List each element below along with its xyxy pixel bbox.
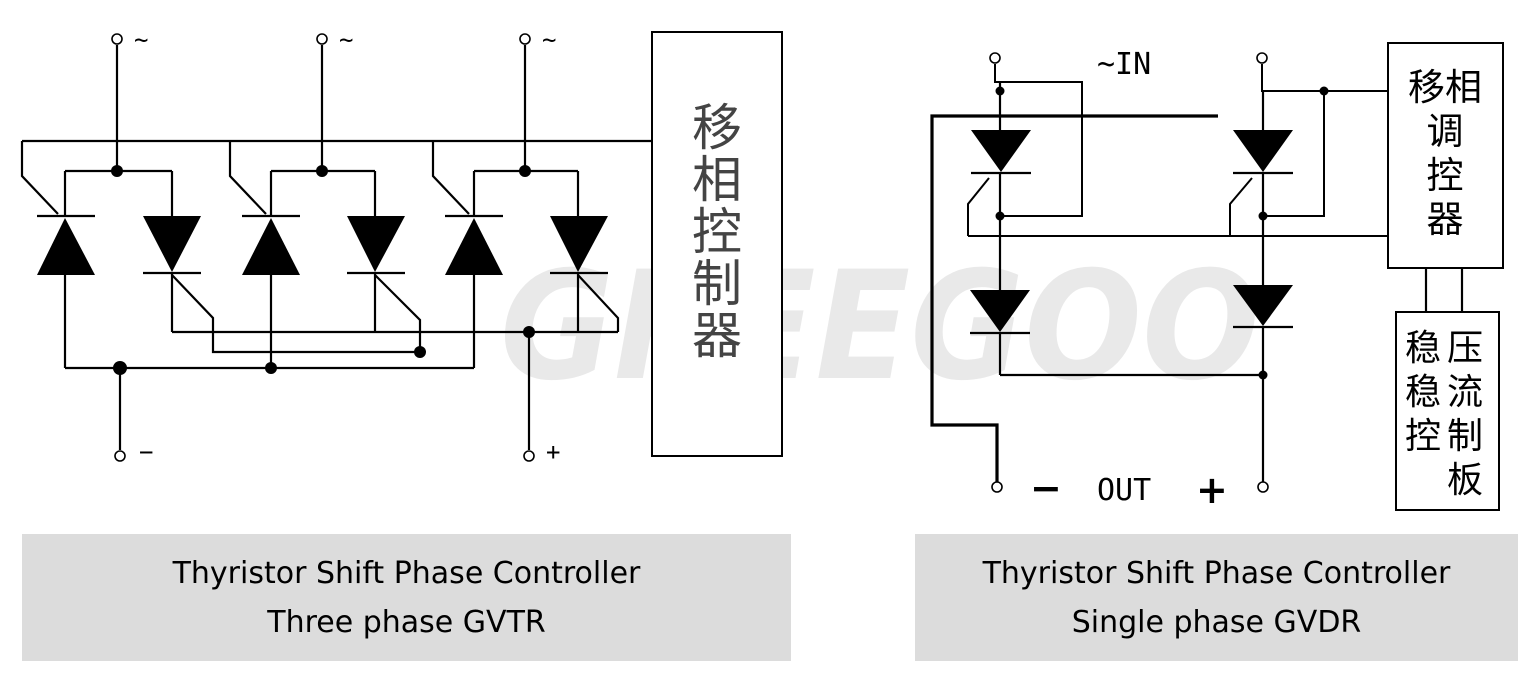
watermark: GREEGOO bbox=[500, 240, 1260, 414]
caption-single-phase: Thyristor Shift Phase Controller Single … bbox=[915, 534, 1518, 661]
caption-three-phase-line2: Three phase GVTR bbox=[267, 604, 546, 640]
caption-single-phase-line1: Thyristor Shift Phase Controller bbox=[982, 555, 1451, 591]
thyristor-top-left bbox=[967, 130, 1031, 290]
phase-shift-controller-box bbox=[651, 31, 783, 457]
ac-input-3: ~ bbox=[519, 26, 556, 171]
ac-input-label: ~IN bbox=[1097, 47, 1151, 82]
output-label: OUT bbox=[1097, 473, 1151, 508]
diode-bottom-right bbox=[1233, 285, 1293, 482]
regulator-board-label-col1: 稳稳控 bbox=[1405, 328, 1441, 457]
phase-shift-controller-label: 移相控制器 bbox=[692, 99, 742, 365]
ac-symbol-3: ~ bbox=[542, 26, 556, 54]
ac-input-terminal-right bbox=[1256, 52, 1268, 64]
positive-label: + bbox=[546, 438, 560, 466]
gate-lead-3 bbox=[228, 141, 267, 215]
output-positive-label: + bbox=[1196, 468, 1228, 512]
output-positive-terminal bbox=[1257, 481, 1269, 493]
thyristor-up-3 bbox=[445, 171, 503, 368]
thyristor-down-3 bbox=[550, 171, 608, 332]
thyristor-up-2 bbox=[242, 171, 300, 368]
output-negative-label: − bbox=[1030, 466, 1062, 510]
gate-lead-5 bbox=[431, 141, 470, 215]
caption-three-phase: Thyristor Shift Phase Controller Three p… bbox=[22, 534, 791, 661]
single-phase-diagram: ~IN bbox=[930, 42, 1504, 512]
caption-three-phase-line1: Thyristor Shift Phase Controller bbox=[172, 555, 641, 591]
thyristor-down-1 bbox=[143, 171, 201, 332]
thyristor-down-2 bbox=[347, 171, 405, 332]
phase-shift-regulator-label: 移相调控器 bbox=[1408, 66, 1482, 241]
regulator-board-box bbox=[1395, 311, 1500, 511]
ac-symbol-1: ~ bbox=[134, 26, 148, 54]
thyristor-up-1 bbox=[37, 171, 95, 368]
negative-terminal bbox=[114, 450, 126, 462]
thyristor-top-right bbox=[1229, 91, 1293, 285]
output-negative-terminal bbox=[991, 481, 1003, 493]
caption-single-phase-line2: Single phase GVDR bbox=[1071, 604, 1362, 640]
phase-shift-regulator-box bbox=[1387, 42, 1504, 269]
ac-input-terminal-left bbox=[989, 52, 1001, 64]
positive-terminal bbox=[523, 450, 535, 462]
negative-label: − bbox=[139, 438, 153, 466]
regulator-board-label-col2: 压流制板 bbox=[1447, 328, 1483, 501]
diode-bottom-left bbox=[970, 290, 1030, 375]
three-phase-diagram: ~ ~ ~ bbox=[20, 26, 783, 466]
control-loop bbox=[930, 114, 1218, 482]
ac-symbol-2: ~ bbox=[339, 26, 353, 54]
ac-input-2: ~ bbox=[316, 26, 353, 171]
ac-input-1: ~ bbox=[111, 26, 148, 171]
gate-lead-1 bbox=[20, 141, 59, 215]
